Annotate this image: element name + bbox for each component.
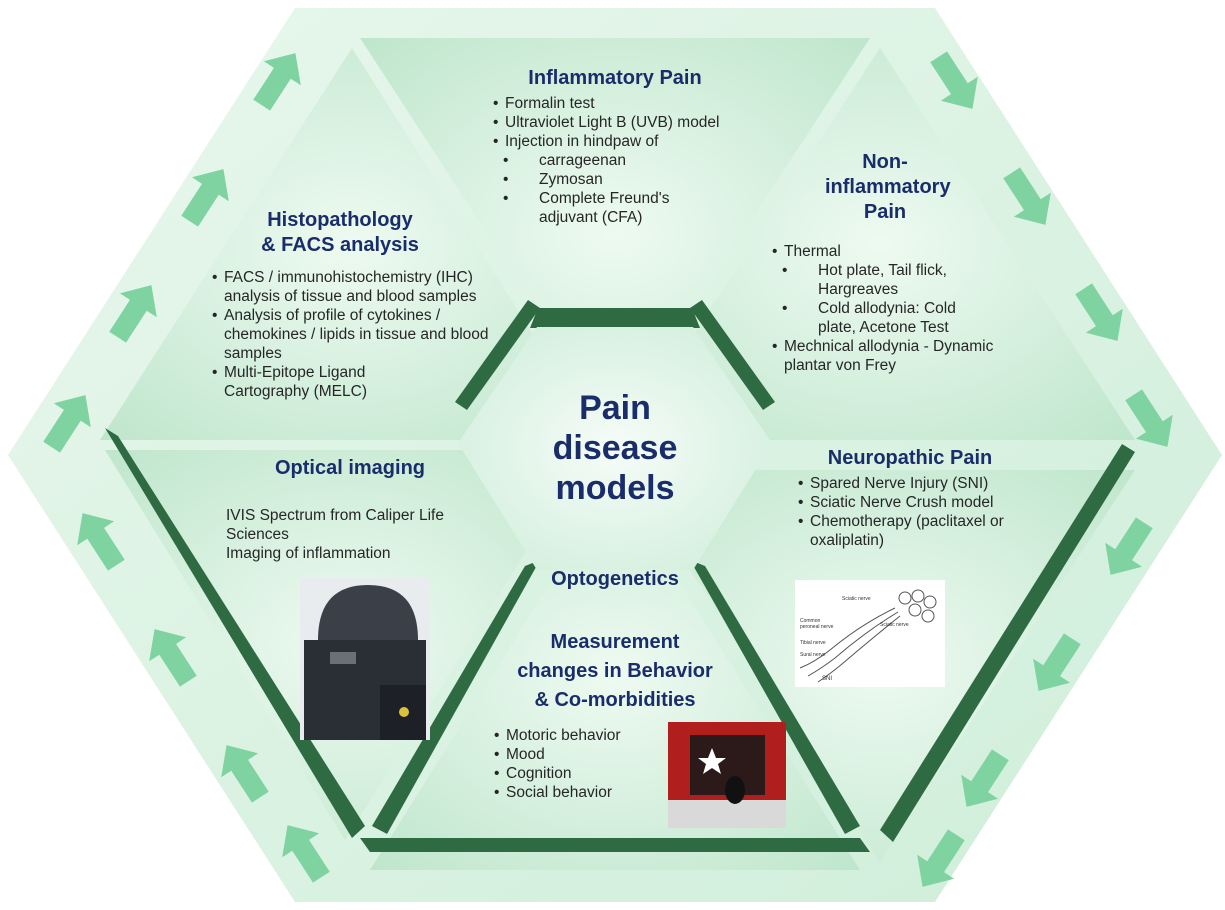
list-item: Mood [494, 745, 664, 764]
center-title: Pain disease models [530, 388, 700, 508]
neuropathic-list: Spared Nerve Injury (SNI) Sciatic Nerve … [798, 474, 1038, 550]
noninflammatory-title-line: Pain [863, 201, 907, 223]
cycle-arrows-right [917, 51, 1173, 887]
sub-list-item: Hot plate, Tail flick, Hargreaves [772, 261, 978, 299]
nerve-label-sni: SNI [822, 676, 833, 682]
list-item: Spared Nerve Injury (SNI) [798, 474, 1038, 493]
optical-line: Imaging of inflammation [226, 545, 391, 562]
noninflammatory-title-line: inflammatory [825, 176, 951, 198]
sub-list-item: Complete Freund's adjuvant (CFA) [493, 189, 719, 227]
list-item: Injection in hindpaw of [493, 132, 793, 151]
behavior-photo [668, 722, 786, 828]
center-title-line-2: disease models [552, 429, 678, 507]
list-item: Chemotherapy (paclitaxel or oxaliplatin) [798, 512, 1010, 550]
bevels [105, 300, 1135, 852]
center-hexagon [458, 327, 772, 570]
nerve-label-sural: Sural nerve [800, 652, 826, 658]
behavior-title-line: Measurement [550, 631, 680, 653]
nerve-diagram [795, 580, 945, 687]
list-item: Motoric behavior [494, 726, 664, 745]
list-item: Ultraviolet Light B (UVB) model [493, 113, 793, 132]
behavior-list: Motoric behavior Mood Cognition Social b… [494, 726, 664, 802]
nerve-label-sciatic-2: Sciatic nerve [880, 622, 909, 628]
neuropathic-title: Neuropathic Pain [827, 447, 993, 469]
behavior-title-line: changes in Behavior [517, 660, 713, 682]
inflammatory-list: Formalin test Ultraviolet Light B (UVB) … [493, 94, 793, 227]
inflammatory-title: Inflammatory Pain [528, 67, 702, 89]
list-item: Social behavior [494, 783, 664, 802]
optogenetics-title: Optogenetics [551, 568, 679, 590]
list-item: Thermal [772, 242, 1034, 261]
list-item: Sciatic Nerve Crush model [798, 493, 1038, 512]
list-item: Cognition [494, 764, 664, 783]
optical-line: IVIS Spectrum from Caliper Life Sciences [226, 507, 444, 543]
sub-list-item: carrageenan [493, 151, 793, 170]
center-title-line-1: Pain [579, 389, 651, 427]
nerve-label-tibial: Tibial nerve [800, 640, 826, 646]
histopathology-title: Histopathology & FACS analysis [240, 208, 440, 258]
noninflammatory-title: Non- inflammatory Pain [825, 150, 951, 225]
list-item: Multi-Epitope Ligand Cartography (MELC) [212, 363, 414, 401]
cycle-arrows-left [43, 53, 330, 883]
ivis-photo [300, 578, 430, 740]
histopathology-title-line: & FACS analysis [261, 234, 419, 256]
histopathology-list: FACS / immunohistochemistry (IHC) analys… [212, 268, 522, 401]
sub-list-item: Zymosan [493, 170, 793, 189]
list-item: Mechnical allodynia - Dynamic plantar vo… [772, 337, 1034, 375]
list-item: FACS / immunohistochemistry (IHC) analys… [212, 268, 522, 306]
noninflammatory-title-line: Non- [862, 151, 908, 173]
nerve-label-common-peroneal: Common peroneal nerve [800, 618, 834, 630]
nerve-label-sciatic: Sciatic nerve [842, 596, 871, 602]
optical-text: IVIS Spectrum from Caliper Life Sciences… [226, 506, 506, 563]
sub-list-item: Cold allodynia: Cold plate, Acetone Test [772, 299, 978, 337]
list-item: Formalin test [493, 94, 793, 113]
histopathology-title-line: Histopathology [267, 209, 413, 231]
list-item: Analysis of profile of cytokines / chemo… [212, 306, 494, 363]
optical-title: Optical imaging [274, 457, 426, 479]
behavior-title-line: & Co-morbidities [534, 689, 696, 711]
behavior-title: Measurement changes in Behavior & Co-mor… [480, 628, 750, 715]
noninflammatory-list: Thermal Hot plate, Tail flick, Hargreave… [772, 242, 1034, 375]
